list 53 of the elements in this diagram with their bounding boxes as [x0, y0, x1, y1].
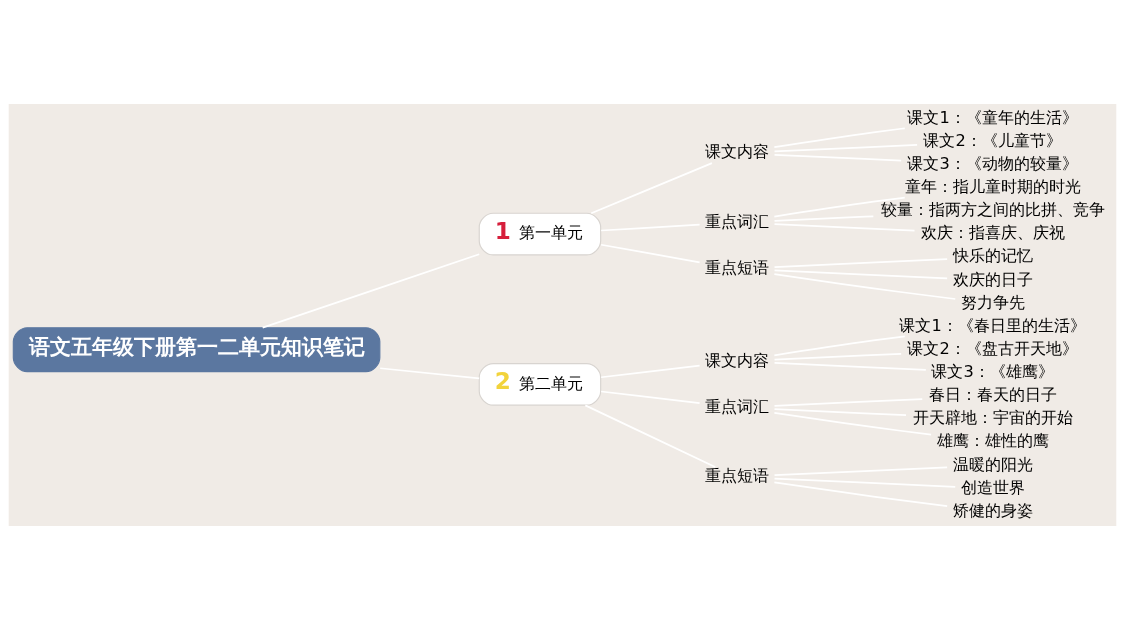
node-box: 1 第一单元	[478, 212, 602, 256]
node-text: 创造世界	[960, 477, 1025, 497]
node-text: 重点短语	[705, 466, 770, 486]
connector	[773, 196, 906, 218]
node-text: 努力争先	[960, 292, 1025, 312]
connector	[773, 481, 949, 507]
node-box: 2 第二单元	[478, 363, 602, 406]
connector	[773, 223, 916, 232]
node-text: 课文2：《儿童节》	[923, 130, 1062, 150]
node-text: 春日：春天的日子	[928, 385, 1057, 405]
node-text: 童年：指儿童时期的时光	[904, 177, 1081, 197]
node-text: 课文内容	[705, 142, 770, 162]
connector	[773, 352, 902, 361]
node-text: 开天辟地：宇宙的开始	[912, 408, 1073, 428]
node-text: 课文1：《童年的生活》	[907, 107, 1078, 127]
connector	[773, 153, 902, 162]
connector	[773, 258, 948, 268]
node-text: 雄鹰：雄性的鹰	[936, 431, 1049, 451]
node-text: 课文内容	[705, 350, 770, 370]
connector	[773, 144, 918, 153]
node-text: 欢庆的日子	[952, 269, 1033, 289]
connector	[600, 243, 701, 264]
connector	[584, 404, 717, 468]
connector	[773, 398, 924, 407]
node-box: 语文五年级下册第一二单元知识笔记	[12, 327, 381, 373]
connector	[600, 223, 701, 232]
node-text: 课文3：《动物的较量》	[907, 153, 1078, 173]
connector	[773, 477, 957, 488]
connector	[773, 127, 906, 149]
connector	[773, 215, 875, 222]
connector	[773, 362, 927, 371]
connector	[600, 364, 701, 379]
node-text: 课文3：《雄鹰》	[931, 362, 1054, 382]
node-text: 快乐的记忆	[952, 246, 1033, 266]
node-text: 重点词汇	[705, 211, 770, 231]
connector	[773, 269, 948, 280]
connector	[261, 253, 481, 329]
connector	[773, 335, 906, 357]
node-text: 课文2：《盘古开天地》	[907, 338, 1078, 358]
node-text: 课文1：《春日里的生活》	[899, 315, 1086, 335]
connector	[379, 367, 480, 380]
node-text: 重点短语	[705, 258, 770, 278]
node-text: 欢庆：指喜庆、庆祝	[920, 223, 1065, 243]
node-text: 重点词汇	[705, 396, 770, 416]
connector	[773, 466, 948, 477]
connector	[773, 408, 907, 417]
node-text: 较量：指两方之间的比拼、竞争	[880, 200, 1105, 220]
node-text: 矫健的身姿	[952, 500, 1033, 520]
connector	[600, 390, 701, 405]
connector	[773, 273, 957, 300]
connector	[590, 162, 713, 215]
connector	[773, 412, 932, 436]
node-text: 温暖的阳光	[952, 454, 1033, 474]
